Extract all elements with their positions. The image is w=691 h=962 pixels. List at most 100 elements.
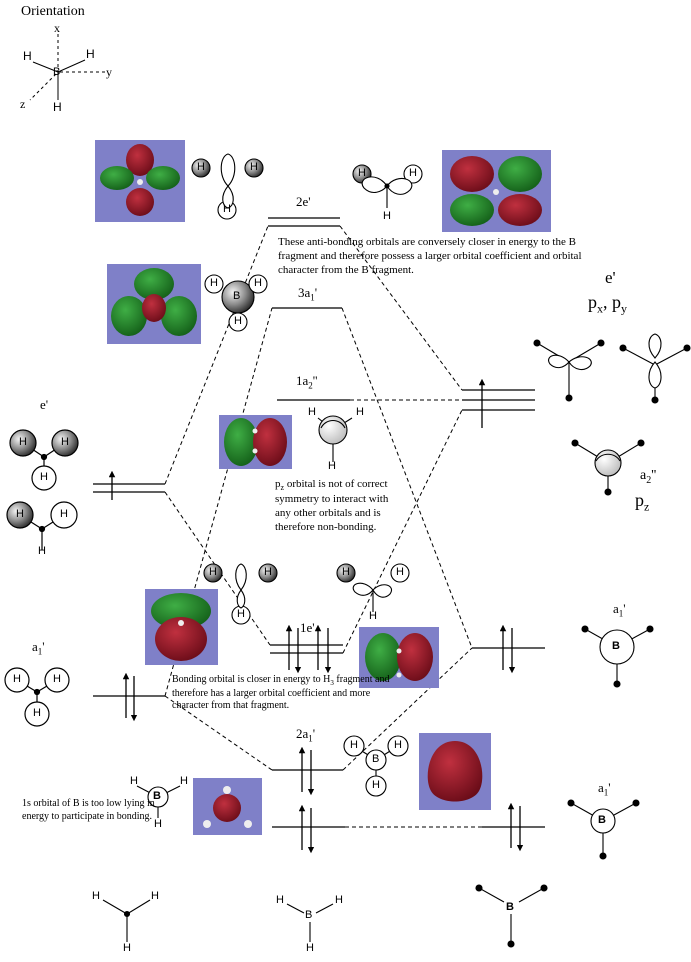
right-e-sub-y: y [621,301,627,316]
orbital-render-3a1 [107,264,201,344]
bottom-bh3-b: B [305,909,313,921]
b-pz-sketch [571,439,645,496]
level-3a1-prime: ' [314,285,318,300]
nb-a2-h2: H [356,406,364,418]
bottom-bh3-h3: H [306,942,314,954]
note-antibonding: These anti-bonding orbitals are converse… [278,236,582,276]
level-1a2-prime: '' [312,373,318,388]
b-e-left-h2: H [264,566,272,578]
h3-e2-h-right: H [60,508,68,520]
right-e-orbitals: px, py [588,292,627,316]
bottom-b-atom: B [506,901,514,913]
right-a2-prime: '' [651,468,657,483]
ab-e-left-h2: H [250,161,258,173]
h3-e1-h-bottom: H [40,471,48,483]
right-a1b-label: a1' [598,780,611,798]
right-pz-label: pz [635,490,649,514]
level-2a1-label: 2a1' [296,726,316,744]
bottom-bh3-h2: H [335,894,343,906]
antibonding-e-sketch-right [352,164,423,208]
right-e-p1: p [588,292,597,312]
b-e-right-h2: H [396,566,404,578]
note-bonding-rest: fragment and therefore has a larger orbi… [172,674,390,712]
core-h1: H [130,775,138,787]
level-1a2-text: 1a [296,373,309,388]
nb-a2-h3: H [328,460,336,472]
ab-e-right-h3: H [383,210,391,222]
ab-e-right-h1: H [358,167,366,179]
right-a2-label: a2'' [640,468,656,486]
right-a2-text: a [640,468,647,483]
b-e-right-h1: H [342,566,350,578]
bottom-bh3-sketch [286,903,334,942]
ab-a1-h2: H [254,277,262,289]
core-1s-sketch [136,785,181,818]
bottom-bh3-h1: H [276,894,284,906]
right-pz-sub: z [644,499,650,514]
b-py-sketch [619,333,691,404]
orbital-render-1a1-core [193,778,262,835]
right-a2-sub: 2 [646,474,652,486]
h3-a1-sketch [4,667,70,727]
note-bonding-sub: 3 [330,679,334,687]
orientation-axes [29,34,105,101]
axis-x-label: x [54,21,60,35]
orbital-render-1e [359,627,439,688]
level-3a1-text: 3a [298,285,311,300]
electron-arrows [108,378,524,854]
level-1a2-sub: 2 [308,380,313,391]
antibonding-a1-sketch [204,274,268,332]
level-2e-label: 2e' [296,194,311,209]
level-2a1-prime: ' [312,726,316,741]
left-a1-sub: 1 [37,646,43,657]
note-pz-rest: orbital is not of correct symmetry to in… [275,478,389,533]
note-pz-pre: p [275,478,281,490]
ab-e-left-h1: H [197,161,205,173]
level-1e-label: 1e' [300,620,315,635]
right-e-sub-x: x [597,301,603,316]
ab-e-left-h3: H [223,203,231,215]
ab-a1-h1: H [210,277,218,289]
note-bonding: Bonding orbital is closer in energy to H… [172,674,397,713]
bottom-h3-h2: H [151,890,159,902]
core-b: B [153,790,161,802]
orbital-render-1a2 [219,415,292,469]
orientation-title: Orientation [21,4,85,19]
level-3a1-label: 3a1' [298,285,318,303]
level-1a2-label: 1a2'' [296,373,318,391]
b-e-left-h1: H [209,566,217,578]
bonding-e-sketch-right [336,563,410,612]
right-a1b-text: a [598,780,604,795]
note-pz-sub: z [280,483,285,493]
h3-e1-h-right: H [61,436,69,448]
h3-e1-h-left: H [19,436,27,448]
orientation-h2: H [86,47,95,61]
nb-a2-h1: H [308,406,316,418]
bonding-e-sketch-left [203,563,278,625]
right-a1-sub: 1 [618,608,624,619]
ab-a1-h3: H [234,315,242,327]
core-h3: H [154,818,162,830]
orientation-h1: H [23,49,32,63]
right-a1-label: a1' [613,601,626,619]
nonbonding-a2-sketch [317,415,353,462]
b-a1-h1: H [350,739,358,751]
h3-e2-h-left: H [16,508,24,520]
h3-e2-h-bottom: H [38,545,46,557]
right-a1b-prime: ' [608,780,611,795]
ab-e-right-h2: H [409,167,417,179]
axis-y-label: y [106,65,112,79]
bonding-a1-sketch [343,735,409,797]
right-e-sep: , p [603,292,621,312]
right-1s-b: B [598,814,606,826]
h3-a1-h-left: H [13,673,21,685]
orientation-b-atom: B [53,66,61,78]
orbital-render-2a1 [419,733,491,810]
left-a1-label: a1' [32,639,45,657]
right-e-label: e' [605,268,616,287]
b-e-right-h3: H [369,610,377,622]
b-a1-b: B [372,753,380,765]
orbital-render-2e-left [95,140,185,222]
right-a1-prime: ' [623,601,626,616]
